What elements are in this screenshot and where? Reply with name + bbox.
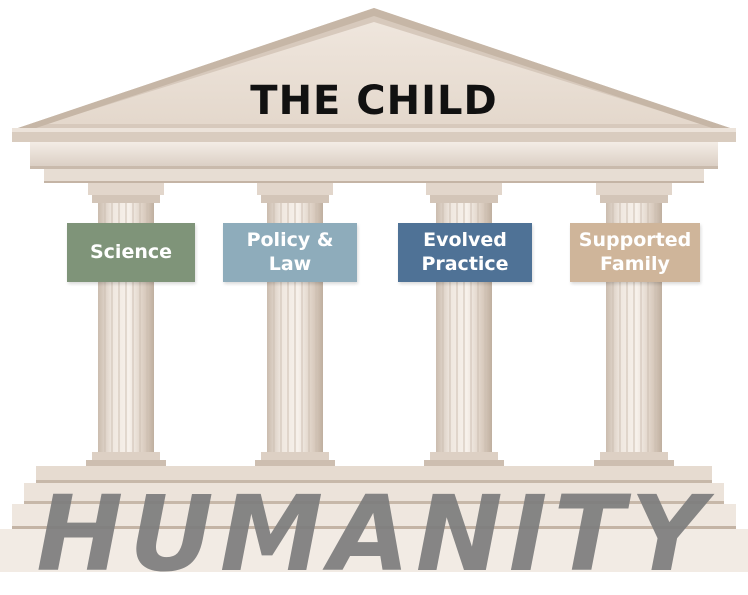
pillar-label-policy-law: Policy & Law: [223, 223, 357, 282]
pillar-label-supported-family: Supported Family: [570, 223, 700, 282]
pillar-label-text: Evolved Practice: [421, 228, 509, 275]
base-word: HUMANITY: [36, 473, 712, 595]
pillar-label-science: Science: [67, 223, 195, 282]
pillar-label-text: Science: [89, 240, 173, 263]
pillar-label-text: Policy & Law: [246, 228, 334, 275]
pillar-label-evolved-practice: Evolved Practice: [398, 223, 532, 282]
pediment-title: THE CHILD: [250, 78, 498, 124]
pillar-label-text: Supported Family: [578, 228, 692, 275]
stepped-base: [0, 466, 748, 572]
entablature: [12, 128, 736, 183]
pediment: [18, 8, 730, 130]
